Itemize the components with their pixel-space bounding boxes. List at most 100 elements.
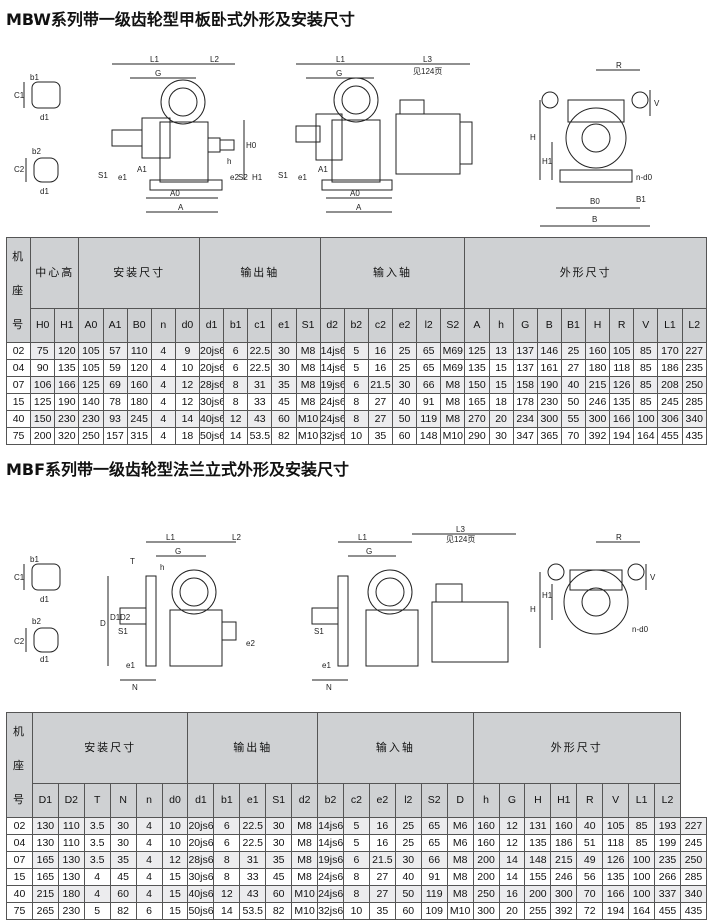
table-cell: 245 [679, 834, 708, 852]
svg-text:H: H [530, 133, 536, 142]
svg-text:d1: d1 [40, 595, 49, 604]
table-cell: 4 [150, 376, 176, 394]
table-cell: M10 [446, 902, 474, 920]
table-cell: 57 [102, 342, 128, 360]
table-cell: 75 [30, 342, 56, 360]
model-cell: 07 [6, 851, 33, 869]
table-cell: 4 [150, 410, 176, 428]
svg-text:N: N [132, 683, 138, 692]
table-cell: 10 [161, 834, 189, 852]
table-cell: M10 [291, 885, 319, 903]
table-cell: 27 [367, 393, 394, 411]
table-cell: 24js6 [317, 868, 344, 886]
table-cell: 16 [368, 834, 396, 852]
table-cell: 50 [394, 885, 422, 903]
table-cell: 8 [343, 410, 369, 428]
table-cell: M8 [295, 359, 321, 377]
table-cell: 178 [512, 393, 538, 411]
table-cell: 6 [223, 359, 249, 377]
table-cell: 35 [265, 851, 293, 869]
table-cell: 30 [265, 817, 293, 835]
table-cell: 100 [633, 410, 659, 428]
table-cell: 30 [265, 834, 293, 852]
svg-text:e1: e1 [118, 173, 127, 182]
svg-text:S1: S1 [278, 171, 288, 180]
table-cell: 120 [126, 359, 152, 377]
column-header: l2 [394, 782, 422, 819]
table-cell: 109 [420, 902, 448, 920]
table-cell: 161 [536, 359, 562, 377]
table-cell: 85 [633, 359, 659, 377]
svg-text:H0: H0 [246, 141, 257, 150]
table-cell: 180 [584, 359, 611, 377]
svg-text:e2: e2 [230, 173, 239, 182]
svg-text:e1: e1 [126, 661, 135, 670]
svg-text:b2: b2 [32, 617, 41, 626]
column-header: H1 [54, 307, 80, 344]
table-cell: 40 [576, 817, 604, 835]
svg-text:G: G [155, 69, 161, 78]
table-cell: 31 [247, 376, 273, 394]
table-cell: 15 [488, 359, 514, 377]
table-cell: 190 [536, 376, 562, 394]
table-cell: 45 [271, 393, 297, 411]
table-cell: 160 [584, 342, 611, 360]
svg-text:V: V [654, 99, 660, 108]
svg-text:d1: d1 [40, 655, 49, 664]
table-cell: M10 [295, 410, 321, 428]
svg-text:见124页: 见124页 [413, 67, 442, 76]
table-cell: 130 [31, 834, 59, 852]
table-cell: 35 [367, 427, 394, 445]
table-cell: 110 [57, 834, 85, 852]
table-cell: 82 [265, 902, 293, 920]
svg-text:b1: b1 [30, 555, 39, 564]
column-header: H [584, 307, 611, 344]
svg-text:R: R [616, 533, 622, 542]
table-cell: 306 [657, 410, 683, 428]
table-cell: 4 [150, 342, 176, 360]
section2-title: MBF系列带一级齿轮型法兰立式外形及安装尺寸 [6, 460, 350, 479]
table-cell: 14 [174, 410, 201, 428]
table-cell: 91 [416, 393, 442, 411]
table-cell: 245 [657, 393, 683, 411]
table-cell: 65 [420, 834, 448, 852]
column-header: H [524, 782, 552, 819]
table-cell: 28js6 [198, 376, 225, 394]
table-cell: 27 [560, 359, 587, 377]
table-cell: 455 [657, 427, 683, 445]
table-cell: 250 [681, 376, 707, 394]
column-header: b2 [343, 307, 369, 344]
table-cell: 8 [223, 376, 249, 394]
column-header: h [472, 782, 500, 819]
column-header: V [633, 307, 659, 344]
model-cell: 40 [5, 410, 32, 428]
table-cell: 28js6 [187, 851, 215, 869]
table-cell: 14 [223, 427, 249, 445]
svg-text:V: V [650, 573, 656, 582]
table-cell: 45 [109, 868, 137, 886]
table-cell: 125 [30, 393, 56, 411]
column-header: L2 [654, 782, 681, 819]
group-header: 输出轴 [199, 237, 321, 309]
column-header: A [464, 307, 490, 344]
group-header: 输入轴 [317, 712, 474, 784]
table-cell: 230 [78, 410, 104, 428]
table-cell: 16 [367, 359, 394, 377]
table-cell: 91 [420, 868, 448, 886]
svg-text:h: h [227, 157, 231, 166]
table-cell: 120 [54, 342, 80, 360]
svg-text:H1: H1 [542, 591, 553, 600]
column-header: N [109, 782, 137, 819]
table-cell: 25 [391, 359, 418, 377]
table-cell: 135 [464, 359, 490, 377]
column-header: B [536, 307, 562, 344]
group-header: 安装尺寸 [31, 712, 189, 784]
table-cell: 246 [550, 868, 578, 886]
table-cell: 160 [472, 817, 500, 835]
table-cell: 24js6 [317, 885, 344, 903]
